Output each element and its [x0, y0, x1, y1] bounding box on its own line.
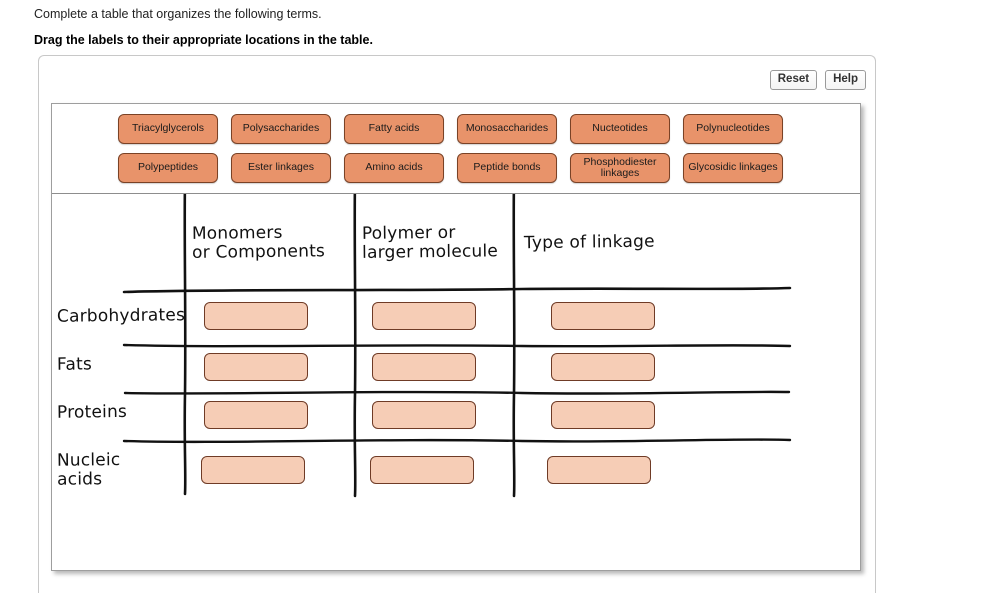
instructions-block: Complete a table that organizes the foll…: [34, 6, 854, 48]
instruction-line-1: Complete a table that organizes the foll…: [34, 7, 322, 21]
row-header-nucleic-acids: Nucleic acids: [56, 450, 121, 490]
dropzone-fats-monomers[interactable]: [204, 353, 308, 381]
toolbar: Reset Help: [769, 70, 866, 90]
draggable-label-amino-acids[interactable]: Amino acids: [344, 153, 444, 183]
label-bank: Triacylglycerols Polysaccharides Fatty a…: [52, 104, 860, 194]
draggable-label-polypeptides[interactable]: Polypeptides: [118, 153, 218, 183]
label-bank-row-1: Triacylglycerols Polysaccharides Fatty a…: [52, 114, 860, 144]
dropzone-carbohydrates-polymer[interactable]: [372, 302, 476, 330]
label-bank-row-2: Polypeptides Ester linkages Amino acids …: [52, 153, 860, 183]
draggable-label-phosphodiester-linkages[interactable]: Phosphodiester linkages: [570, 153, 670, 183]
draggable-label-polysaccharides[interactable]: Polysaccharides: [231, 114, 331, 144]
draggable-label-peptide-bonds[interactable]: Peptide bonds: [457, 153, 557, 183]
draggable-label-triacylglycerols[interactable]: Triacylglycerols: [118, 114, 218, 144]
worksheet-table: Monomers or Components Polymer or larger…: [52, 194, 860, 570]
drag-drop-panel: Triacylglycerols Polysaccharides Fatty a…: [51, 103, 861, 571]
hand-drawn-grid: [122, 194, 792, 498]
dropzone-proteins-monomers[interactable]: [204, 401, 308, 429]
column-header-polymer: Polymer or larger molecule: [361, 222, 499, 263]
draggable-label-monosaccharides[interactable]: Monosaccharides: [457, 114, 557, 144]
dropzone-fats-polymer[interactable]: [372, 353, 476, 381]
dropzone-nucleic-acids-monomers[interactable]: [201, 456, 305, 484]
dropzone-proteins-linkage[interactable]: [551, 401, 655, 429]
row-header-carbohydrates: Carbohydrates: [56, 305, 186, 327]
dropzone-carbohydrates-monomers[interactable]: [204, 302, 308, 330]
row-header-fats: Fats: [56, 354, 93, 375]
column-header-linkage: Type of linkage: [523, 231, 655, 254]
draggable-label-ester-linkages[interactable]: Ester linkages: [231, 153, 331, 183]
dropzone-nucleic-acids-linkage[interactable]: [547, 456, 651, 484]
help-button[interactable]: Help: [825, 70, 866, 90]
draggable-label-nucleotides[interactable]: Nucteotides: [570, 114, 670, 144]
column-header-monomers: Monomers or Components: [191, 222, 326, 263]
dropzone-carbohydrates-linkage[interactable]: [551, 302, 655, 330]
draggable-label-fatty-acids[interactable]: Fatty acids: [344, 114, 444, 144]
draggable-label-glycosidic-linkages[interactable]: Glycosidic linkages: [683, 153, 783, 183]
row-header-proteins: Proteins: [56, 401, 128, 423]
reset-button[interactable]: Reset: [769, 70, 818, 90]
activity-card: Reset Help Triacylglycerols Polysacchari…: [38, 55, 876, 593]
dropzone-proteins-polymer[interactable]: [372, 401, 476, 429]
instruction-line-2: Drag the labels to their appropriate loc…: [34, 33, 373, 47]
dropzone-nucleic-acids-polymer[interactable]: [370, 456, 474, 484]
dropzone-fats-linkage[interactable]: [551, 353, 655, 381]
draggable-label-polynucleotides[interactable]: Polynucleotides: [683, 114, 783, 144]
